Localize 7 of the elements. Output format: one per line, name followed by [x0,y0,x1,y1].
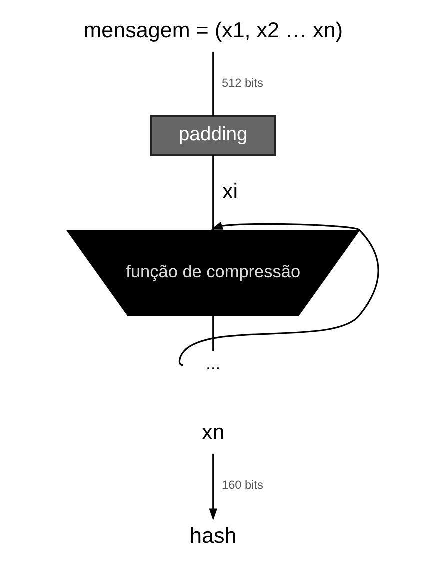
edge-label: 512 bits [221,76,263,90]
edge-label: xi [222,178,238,204]
node-text: hash [190,523,236,548]
node-text: xn [201,420,224,445]
node-text: ... [206,353,220,374]
node-text: mensagem = (x1, x2 … xn) [83,18,343,43]
edge-label: 160 bits [221,478,263,492]
